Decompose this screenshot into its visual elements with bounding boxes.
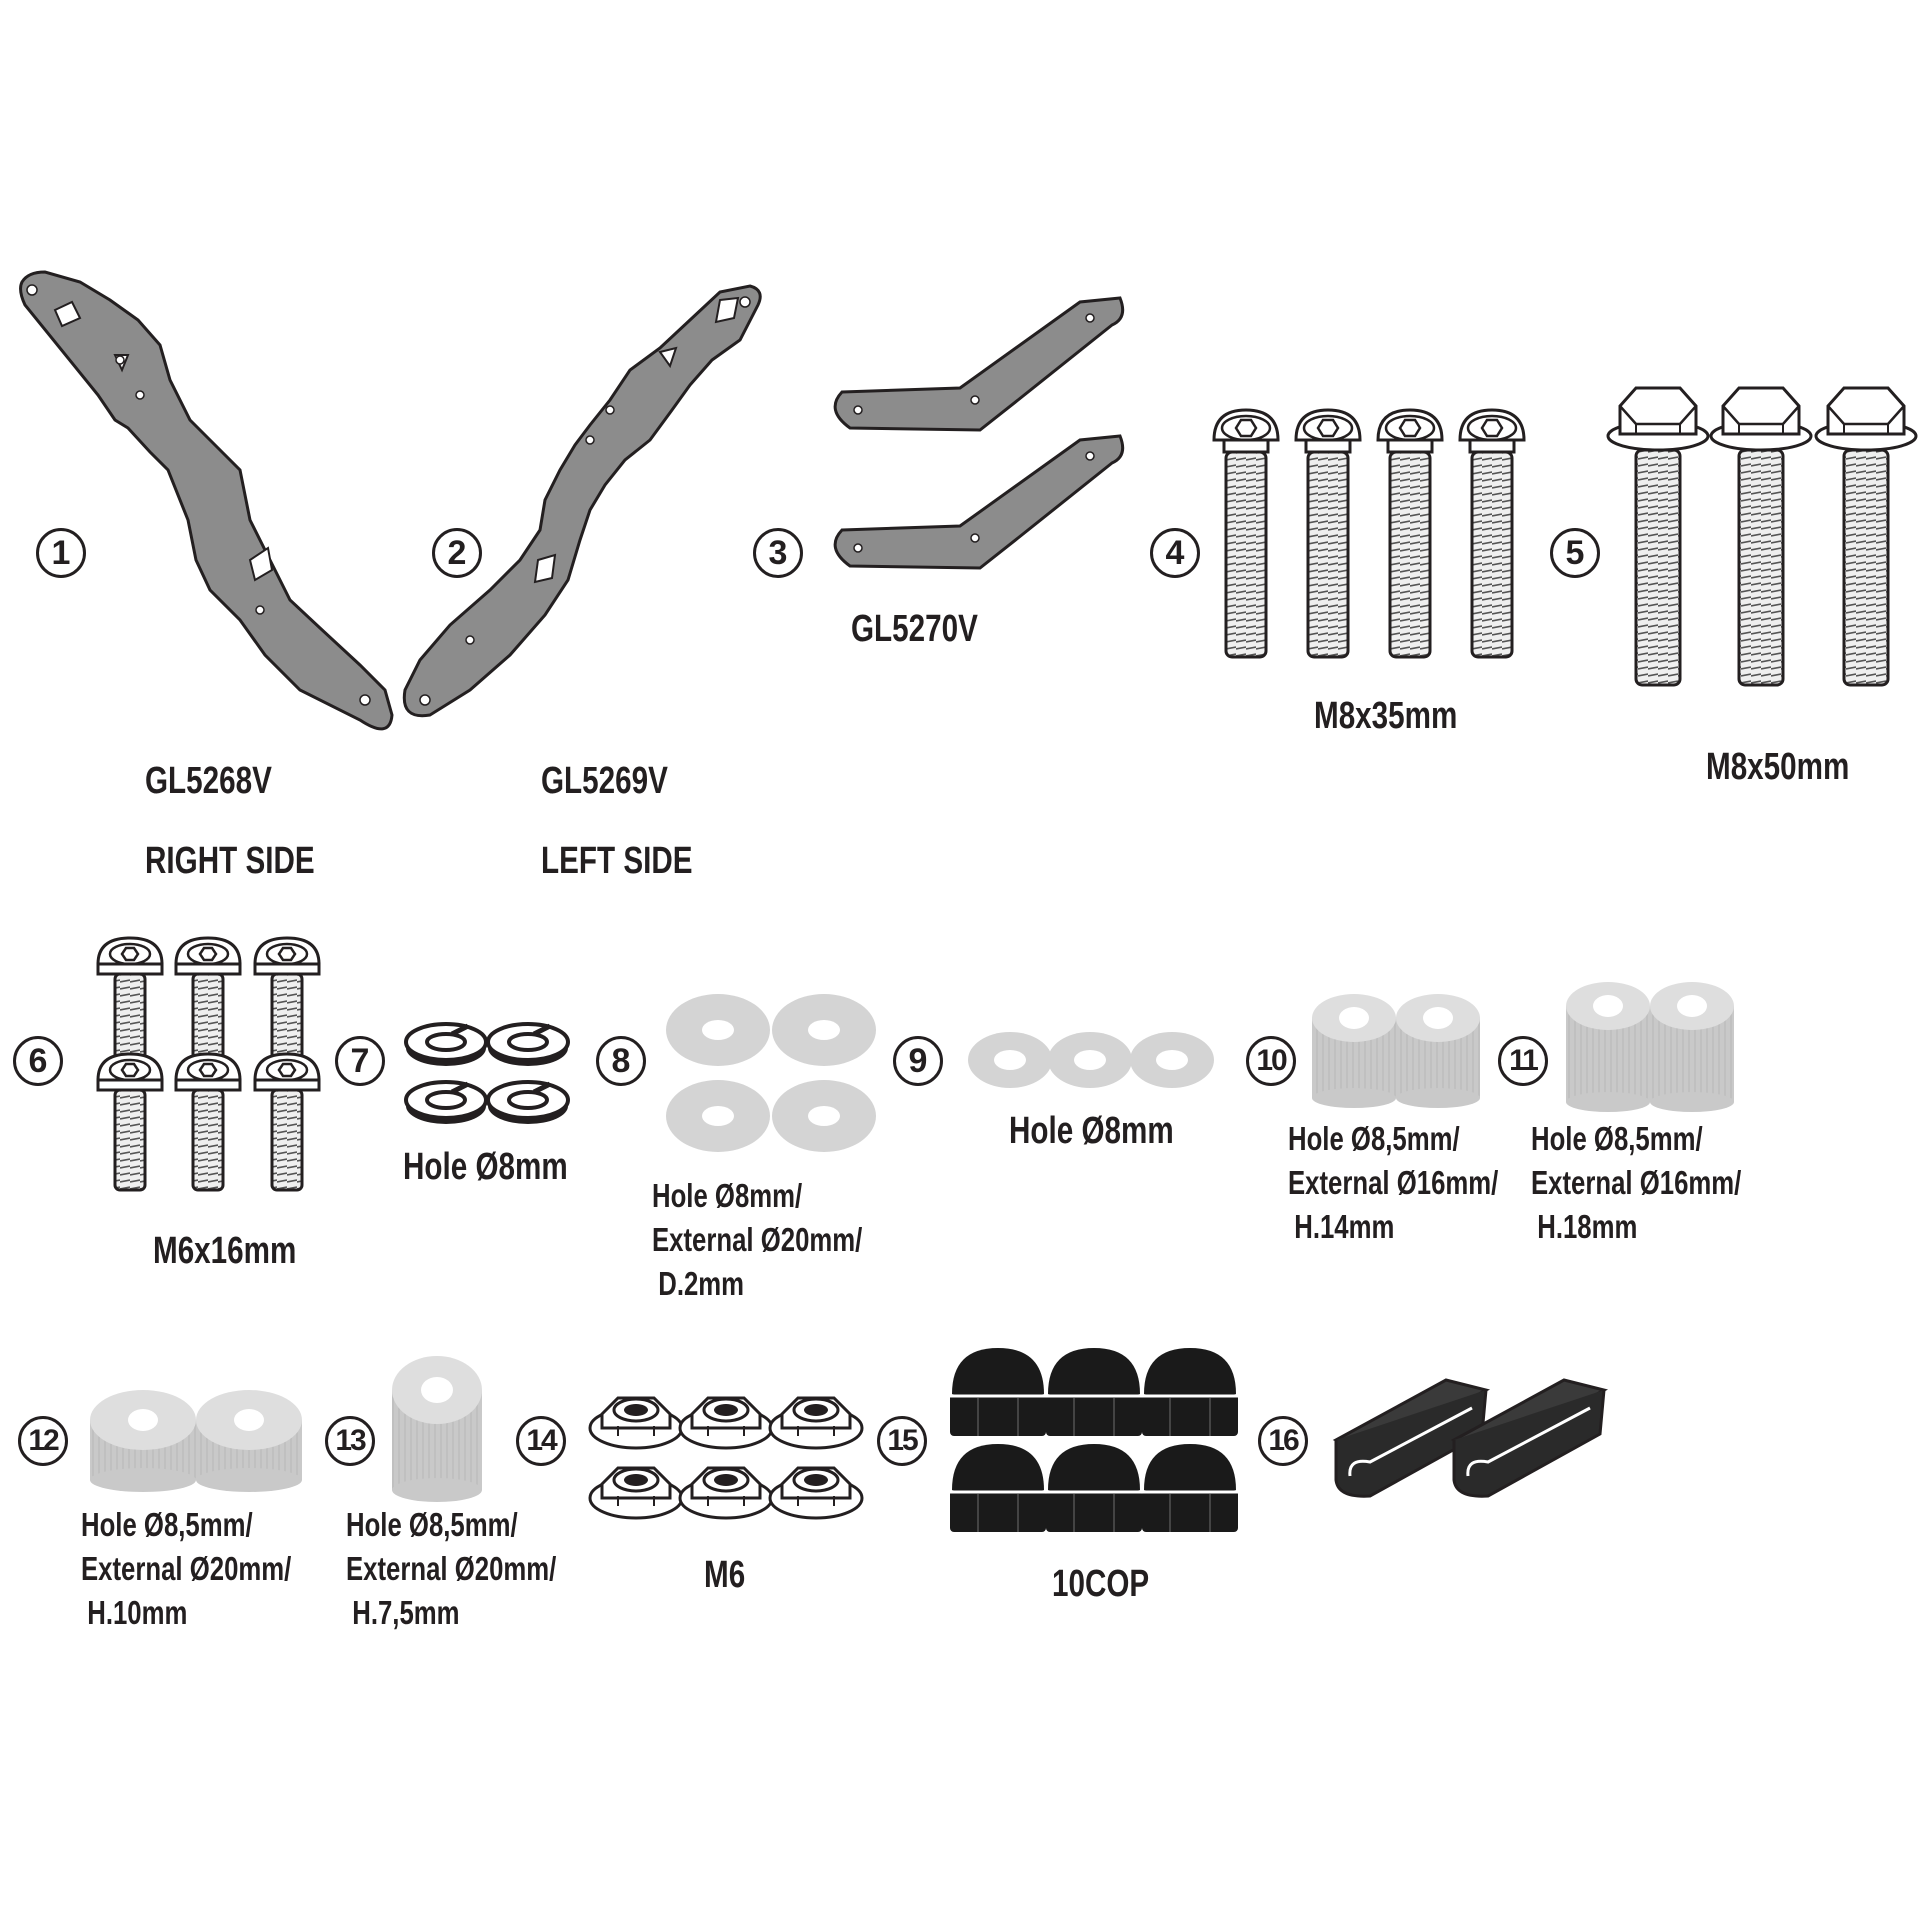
large-flat-washer-icon [666, 994, 876, 1152]
part-spec-label: Hole Ø8,5mm/ External Ø20mm/ H.10mm [81, 1506, 292, 1631]
part-number-badge: 8 [596, 1036, 646, 1086]
part-number-badge: 11 [1498, 1036, 1548, 1086]
part-spec-label: M6x16mm [153, 1230, 297, 1272]
spacer-icon [90, 1390, 302, 1492]
part-spec-label: Hole Ø8,5mm/ External Ø16mm/ H.14mm [1288, 1120, 1499, 1245]
hex-socket-bolt-icon [1212, 408, 1526, 659]
flange-hex-bolt-icon [1606, 386, 1918, 687]
part-code-label: GL5269V [541, 760, 668, 802]
part-spec-label: Hole Ø8mm [1009, 1110, 1174, 1152]
part-code-label: GL5270V [851, 608, 978, 650]
spacer-icon [1312, 994, 1480, 1108]
part-code-label: GL5268V [145, 760, 272, 802]
button-head-bolt-icon [96, 936, 321, 1192]
part-spec-label: Hole Ø8mm/ External Ø20mm/ D.2mm [652, 1177, 863, 1302]
spacer-icon [392, 1356, 482, 1502]
part-number-badge: 15 [877, 1416, 927, 1466]
part-number-badge: 16 [1258, 1416, 1308, 1466]
part-side-label: LEFT SIDE [541, 840, 693, 882]
spacer-icon [1566, 982, 1734, 1112]
part-number-badge: 1 [36, 528, 86, 578]
part-number-badge: 13 [325, 1416, 375, 1466]
bracket-right-icon [19, 270, 394, 731]
part-spec-label: M6 [704, 1554, 746, 1596]
part-number-badge: 10 [1246, 1036, 1296, 1086]
flat-washer-icon [968, 1032, 1214, 1088]
part-spec-label: Hole Ø8mm [403, 1146, 568, 1188]
part-side-label: RIGHT SIDE [145, 840, 315, 882]
spring-washer-icon [406, 1024, 568, 1124]
part-number-badge: 9 [893, 1036, 943, 1086]
plate-bracket-icon [833, 296, 1125, 570]
part-spec-label: M8x50mm [1706, 746, 1850, 788]
part-spec-label: Hole Ø8,5mm/ External Ø20mm/ H.7,5mm [346, 1506, 557, 1631]
part-number-badge: 3 [753, 528, 803, 578]
part-number-badge: 2 [432, 528, 482, 578]
bracket-left-icon [402, 284, 762, 718]
part-number-badge: 12 [18, 1416, 68, 1466]
part-number-badge: 7 [335, 1036, 385, 1086]
part-spec-label: M8x35mm [1314, 695, 1458, 737]
bolt-cap-icon [948, 1346, 1240, 1534]
cable-clip-icon [1334, 1378, 1606, 1498]
part-spec-label: 10COP [1052, 1563, 1150, 1605]
part-number-badge: 14 [516, 1416, 566, 1466]
part-number-badge: 6 [13, 1036, 63, 1086]
part-number-badge: 4 [1150, 528, 1200, 578]
flange-lock-nut-icon [588, 1396, 864, 1520]
part-spec-label: Hole Ø8,5mm/ External Ø16mm/ H.18mm [1531, 1120, 1742, 1245]
part-number-badge: 5 [1550, 528, 1600, 578]
